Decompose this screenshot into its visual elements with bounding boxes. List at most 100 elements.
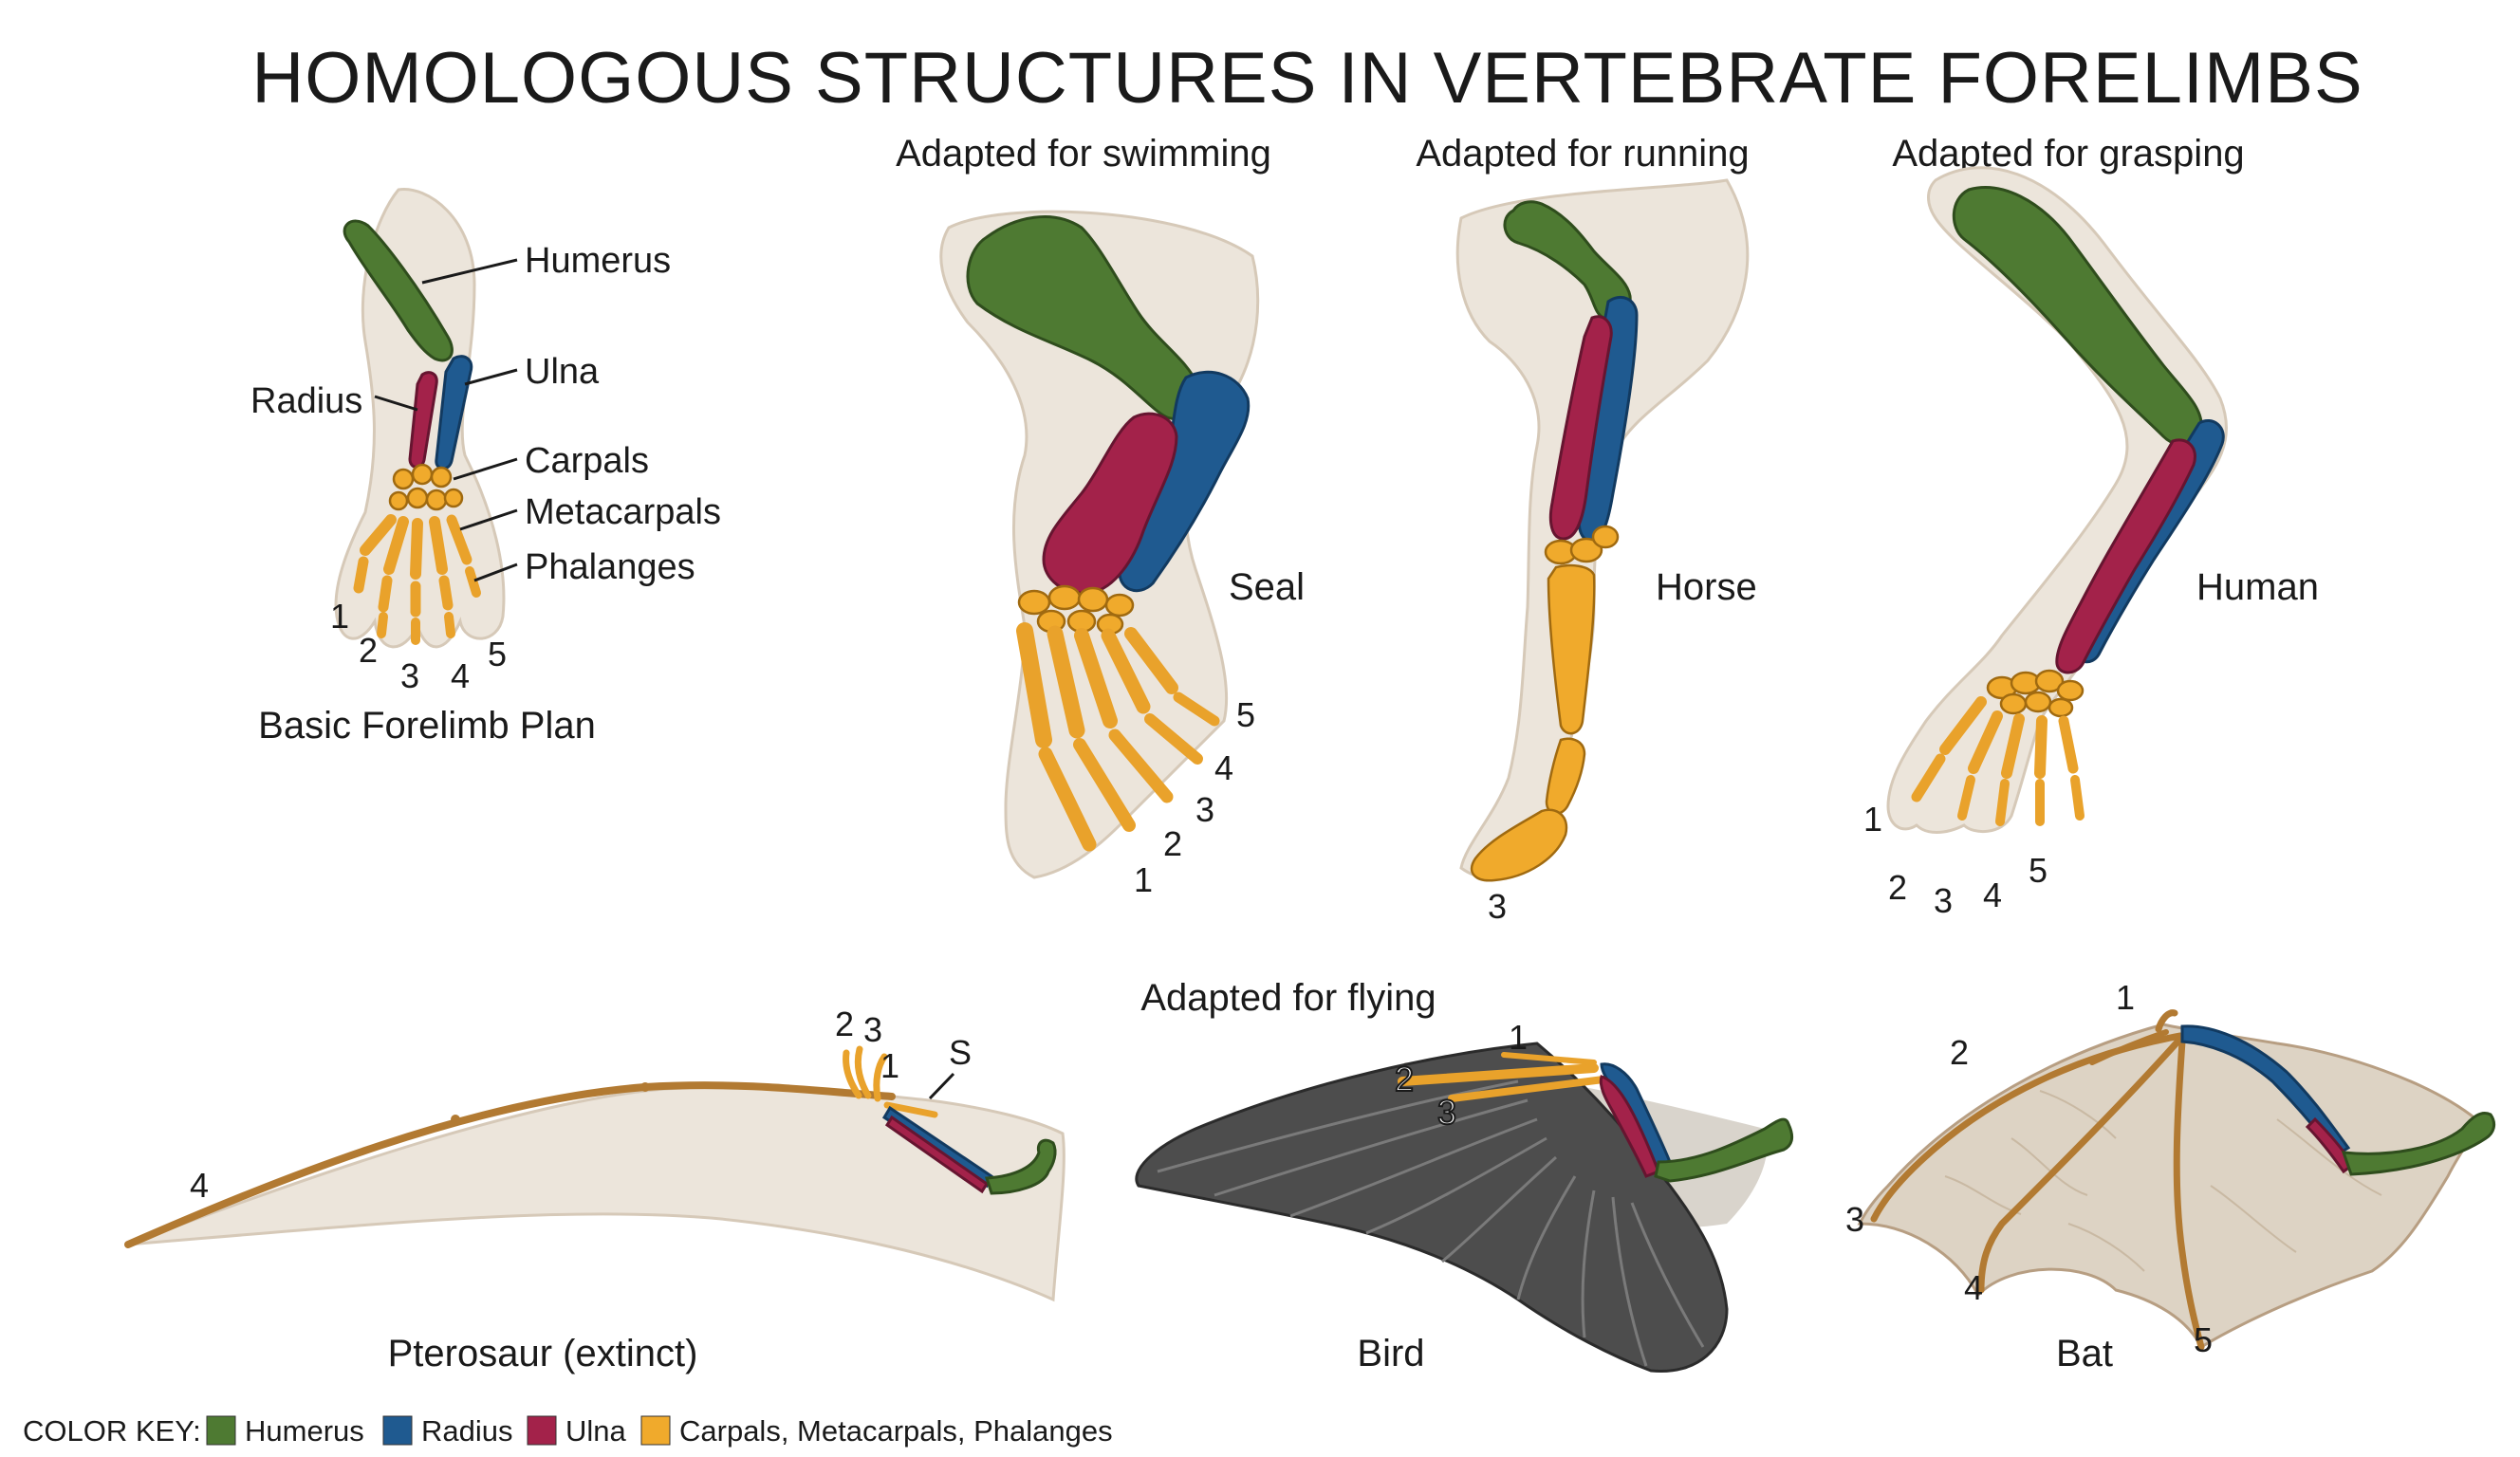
pterosaur-wing: 4 2 3 1 S Pterosaur (extinct) (124, 1005, 1065, 1374)
seal-flipper: Seal 1 2 3 4 5 (939, 210, 1305, 899)
leader-pterosaur-s (928, 1072, 955, 1100)
pterosaur-ulna (884, 1115, 990, 1194)
horse-name: Horse (1656, 566, 1757, 608)
pterosaur-wing-joints (451, 1082, 650, 1124)
bat-digit-2: 2 (1950, 1033, 1969, 1072)
color-key: COLOR KEY: Humerus Radius Ulna Carpals, … (23, 1414, 1113, 1448)
human-digit-2: 2 (1888, 868, 1907, 907)
basic-digit-1: 1 (330, 597, 349, 636)
bat-digit-1: 1 (2116, 978, 2135, 1017)
horse-pastern (1545, 737, 1586, 815)
pterosaur-humerus (985, 1138, 1057, 1195)
pterosaur-pteroid (883, 1101, 938, 1118)
pterosaur-membrane (127, 1084, 1065, 1302)
basic-digit-2: 2 (359, 631, 378, 670)
label-carpals: Carpals (525, 441, 649, 481)
pterosaur-digit-4: 4 (190, 1166, 209, 1205)
leader-phalanges (473, 563, 518, 582)
basic-digit-5: 5 (488, 635, 507, 673)
human-digit-1: 1 (1863, 800, 1882, 839)
bat-name: Bat (2056, 1333, 2113, 1374)
bat-humerus (2341, 1112, 2496, 1176)
horse-ulna (1548, 315, 1613, 541)
pterosaur-digit-3: 3 (863, 1010, 882, 1049)
human-ulna (2055, 438, 2196, 674)
seal-carpals (1017, 584, 1135, 636)
label-ulna: Ulna (525, 352, 600, 392)
key-radius: Radius (421, 1414, 513, 1448)
bat-wing: 1 2 3 4 5 Bat (1845, 978, 2496, 1374)
horse-cannon-bone (1547, 563, 1596, 735)
header-grasping: Adapted for grasping (1892, 133, 2244, 175)
key-ulna: Ulna (565, 1414, 627, 1448)
seal-digit-3: 3 (1195, 790, 1214, 829)
label-phalanges: Phalanges (525, 547, 695, 587)
seal-digit-2: 2 (1163, 824, 1182, 863)
bird-ulna (1599, 1075, 1660, 1178)
key-humerus: Humerus (245, 1414, 364, 1448)
horse-digit-3: 3 (1488, 887, 1507, 926)
label-humerus: Humerus (525, 241, 671, 281)
bat-finger-bones (1870, 1029, 2205, 1351)
horse-hoof (1470, 808, 1568, 882)
horse-leg: Horse 3 (1455, 178, 1757, 926)
pterosaur-name: Pterosaur (extinct) (388, 1333, 698, 1374)
human-skin-outline (1886, 166, 2228, 834)
label-metacarpals: Metacarpals (525, 492, 721, 532)
basic-ulna (435, 355, 473, 470)
leader-carpals (453, 457, 518, 481)
leader-radius (374, 395, 418, 412)
bird-digit-1: 1 (1509, 1018, 1528, 1057)
pterosaur-digit-2: 2 (835, 1005, 854, 1043)
header-flying: Adapted for flying (1140, 977, 1436, 1019)
pterosaur-small-claws (843, 1045, 888, 1102)
bird-feathers (1135, 1042, 1729, 1374)
bird-wing: 1 2 3 Bird (1135, 1018, 1794, 1374)
bird-digit-3: 3 (1437, 1093, 1456, 1132)
basic-humerus (343, 219, 454, 362)
bird-feather-lines (1157, 1079, 1705, 1367)
swatch-humerus (206, 1415, 236, 1446)
horse-carpals (1544, 525, 1620, 565)
header-swimming: Adapted for swimming (896, 133, 1271, 175)
pterosaur-digit-1: 1 (880, 1046, 899, 1085)
basic-digit-4: 4 (451, 656, 470, 695)
header-running: Adapted for running (1416, 133, 1749, 175)
human-carpals (1986, 669, 2085, 718)
seal-digit-5: 5 (1236, 695, 1255, 734)
bird-humerus (1654, 1117, 1794, 1183)
bird-wing-bones (1398, 1052, 1607, 1102)
human-digit-3: 3 (1934, 881, 1953, 920)
leader-humerus (421, 258, 518, 285)
swatch-carpals (640, 1415, 671, 1446)
pterosaur-label-s: S (949, 1033, 972, 1072)
leader-metacarpals (459, 508, 518, 531)
human-digit-4: 4 (1983, 876, 2002, 914)
seal-digit-bones (1016, 622, 1220, 852)
bat-digit-5: 5 (2194, 1320, 2213, 1359)
pterosaur-wing-finger (124, 1081, 896, 1248)
seal-digit-1: 1 (1134, 860, 1153, 899)
basic-radius (408, 371, 438, 469)
swatch-radius (382, 1415, 413, 1446)
seal-name: Seal (1229, 566, 1305, 608)
basic-forelimb: Humerus Ulna Radius Carpals Metacarpals … (250, 188, 721, 747)
human-digit-5: 5 (2029, 851, 2048, 890)
color-key-label: COLOR KEY: (23, 1414, 201, 1448)
page-title: HOMOLOGOUS STRUCTURES IN VERTEBRATE FORE… (251, 38, 2362, 119)
human-digit-bones (1911, 696, 2085, 826)
key-carpals-metacarpals-phalanges: Carpals, Metacarpals, Phalanges (679, 1414, 1113, 1448)
seal-digit-4: 4 (1214, 748, 1233, 787)
bat-thumb (2155, 1009, 2178, 1033)
leader-ulna (464, 368, 518, 386)
basic-carpals (388, 463, 464, 511)
bat-digit-4: 4 (1964, 1268, 1983, 1307)
bat-digit-3: 3 (1845, 1200, 1864, 1239)
human-name: Human (2196, 566, 2319, 608)
bird-digit-2: 2 (1395, 1060, 1414, 1098)
bat-ulna (2305, 1116, 2356, 1174)
basic-digit-3: 3 (400, 656, 419, 695)
bird-name: Bird (1357, 1333, 1424, 1374)
